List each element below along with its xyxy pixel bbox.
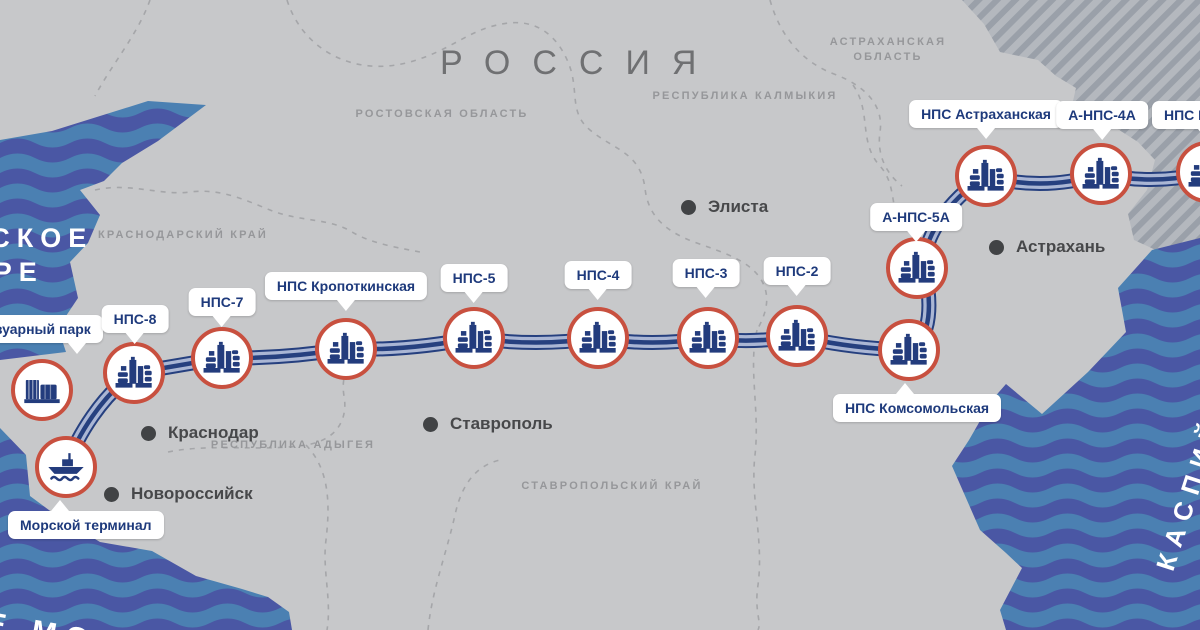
region-label-stavropol: СТАВРОПОЛЬСКИЙ КРАЙ bbox=[521, 480, 703, 492]
city-stavropol: Ставрополь bbox=[423, 414, 553, 434]
hatched-territory bbox=[962, 0, 1200, 252]
refinery-icon bbox=[579, 321, 616, 353]
refinery-icon bbox=[455, 321, 492, 353]
region-label-rostov: РОСТОВСКАЯ ОБЛАСТЬ bbox=[355, 108, 529, 120]
region-label-astrakhan: АСТРАХАНСКАЯ ОБЛАСТЬ bbox=[829, 36, 947, 63]
azov-sea-label: АЗОВСКОЕ МОРЕ bbox=[0, 223, 94, 287]
city-dot bbox=[989, 239, 1004, 255]
node-a-nps-5a bbox=[886, 237, 948, 299]
callout-nps-komsomolskaya: НПС Комсомольская bbox=[833, 383, 1002, 422]
callout-nps-4: НПС-4 bbox=[564, 261, 632, 300]
refinery-icon bbox=[1188, 155, 1200, 187]
node-nps-5 bbox=[443, 307, 505, 369]
callout-nps-5: НПС-5 bbox=[440, 264, 508, 303]
ship-icon bbox=[47, 451, 85, 482]
node-nps-kropotkinskaya bbox=[315, 318, 377, 380]
refinery-icon bbox=[778, 319, 815, 351]
node-tank-farm bbox=[11, 359, 73, 421]
region-label-kalmykia: РЕСПУБЛИКА КАЛМЫКИЯ bbox=[652, 90, 838, 102]
node-nps-komsomolskaya bbox=[878, 319, 940, 381]
refinery-icon bbox=[898, 251, 935, 283]
callout-nps-2: НПС-2 bbox=[763, 257, 831, 296]
callout-nps-kropotkinskaya: НПС Кропоткинская bbox=[264, 272, 428, 311]
storage-tanks-icon bbox=[23, 379, 61, 404]
node-nps-2 bbox=[766, 305, 828, 367]
callout-marine-terminal: Морской терминал bbox=[8, 500, 164, 539]
country-label: РОССИЯ bbox=[440, 44, 719, 82]
city-elista: Элиста bbox=[681, 197, 768, 217]
refinery-icon bbox=[115, 356, 152, 388]
callout-nps-3: НПС-3 bbox=[672, 259, 740, 298]
node-nps-3 bbox=[677, 307, 739, 369]
city-astrakhan: Астрахань bbox=[989, 237, 1105, 257]
node-nps-astrakhanskaya bbox=[955, 145, 1017, 207]
refinery-icon bbox=[1082, 157, 1119, 189]
city-dot bbox=[104, 486, 119, 502]
city-dot bbox=[141, 425, 156, 441]
node-nps-8 bbox=[103, 342, 165, 404]
caspian-sea-shape bbox=[952, 238, 1200, 630]
node-a-nps-4a bbox=[1070, 143, 1132, 205]
refinery-icon bbox=[203, 341, 240, 373]
callout-nps-astrakhanskaya: НПС Астраханская bbox=[909, 100, 1063, 139]
refinery-icon bbox=[967, 159, 1004, 191]
city-dot bbox=[423, 416, 438, 432]
city-dot bbox=[681, 199, 696, 215]
callout-nps-7: НПС-7 bbox=[188, 288, 256, 327]
region-label-krasnodar: КРАСНОДАРСКИЙ КРАЙ bbox=[98, 229, 268, 241]
node-nps-4 bbox=[567, 307, 629, 369]
region-label-adygea: РЕСПУБЛИКА АДЫГЕЯ bbox=[210, 439, 376, 451]
callout-nps-ku: НПС Ку bbox=[1152, 101, 1200, 140]
refinery-icon bbox=[890, 333, 927, 365]
callout-tank-farm: Резервуарный парк bbox=[0, 315, 103, 354]
azov-sea-shape bbox=[0, 101, 206, 360]
callout-nps-8: НПС-8 bbox=[101, 305, 169, 344]
black-sea-shape bbox=[0, 428, 292, 630]
refinery-icon bbox=[689, 321, 726, 353]
refinery-icon bbox=[327, 332, 364, 364]
city-novorossiysk: Новороссийск bbox=[104, 484, 253, 504]
callout-a-nps-5a: А-НПС-5А bbox=[870, 203, 962, 242]
node-marine-terminal bbox=[35, 436, 97, 498]
callout-a-nps-4a: А-НПС-4А bbox=[1056, 101, 1148, 140]
city-krasnodar: Краснодар bbox=[141, 423, 259, 443]
node-nps-7 bbox=[191, 327, 253, 389]
